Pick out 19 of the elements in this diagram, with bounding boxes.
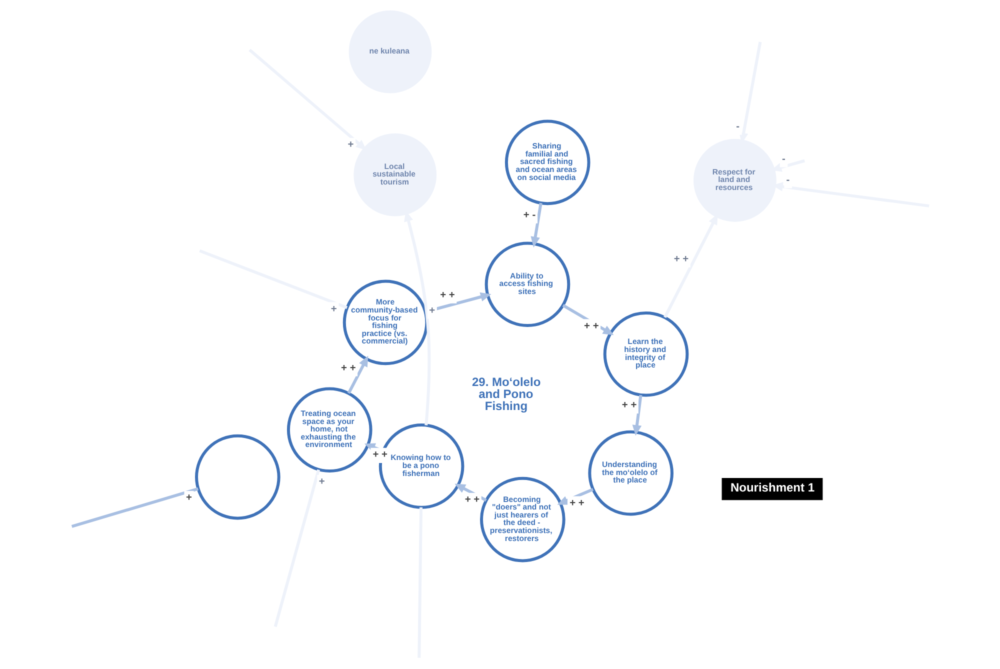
edge-label: +: [318, 476, 324, 488]
label: Nourishment 1: [730, 480, 814, 494]
edge-label: +: [347, 140, 354, 151]
edge-label: + +: [673, 254, 688, 266]
edge-label: + +: [569, 498, 584, 509]
edge-label: + +: [464, 494, 480, 506]
edge-label: -: [736, 122, 740, 133]
edge-label: + +: [340, 362, 356, 374]
edge-label: +: [428, 305, 435, 316]
edge-label: + +: [584, 320, 598, 332]
edge-label: + +: [440, 290, 454, 302]
edge-label: + -: [522, 210, 536, 222]
edge-label: + +: [372, 450, 388, 461]
label: 29. Moʻolelo and Pono Fishing: [471, 374, 540, 414]
edge-label: + +: [621, 400, 636, 412]
edge-label: -: [781, 154, 785, 165]
edge-label: +: [330, 304, 336, 315]
edge-label: +: [186, 492, 192, 504]
edge-label: -: [786, 174, 790, 186]
